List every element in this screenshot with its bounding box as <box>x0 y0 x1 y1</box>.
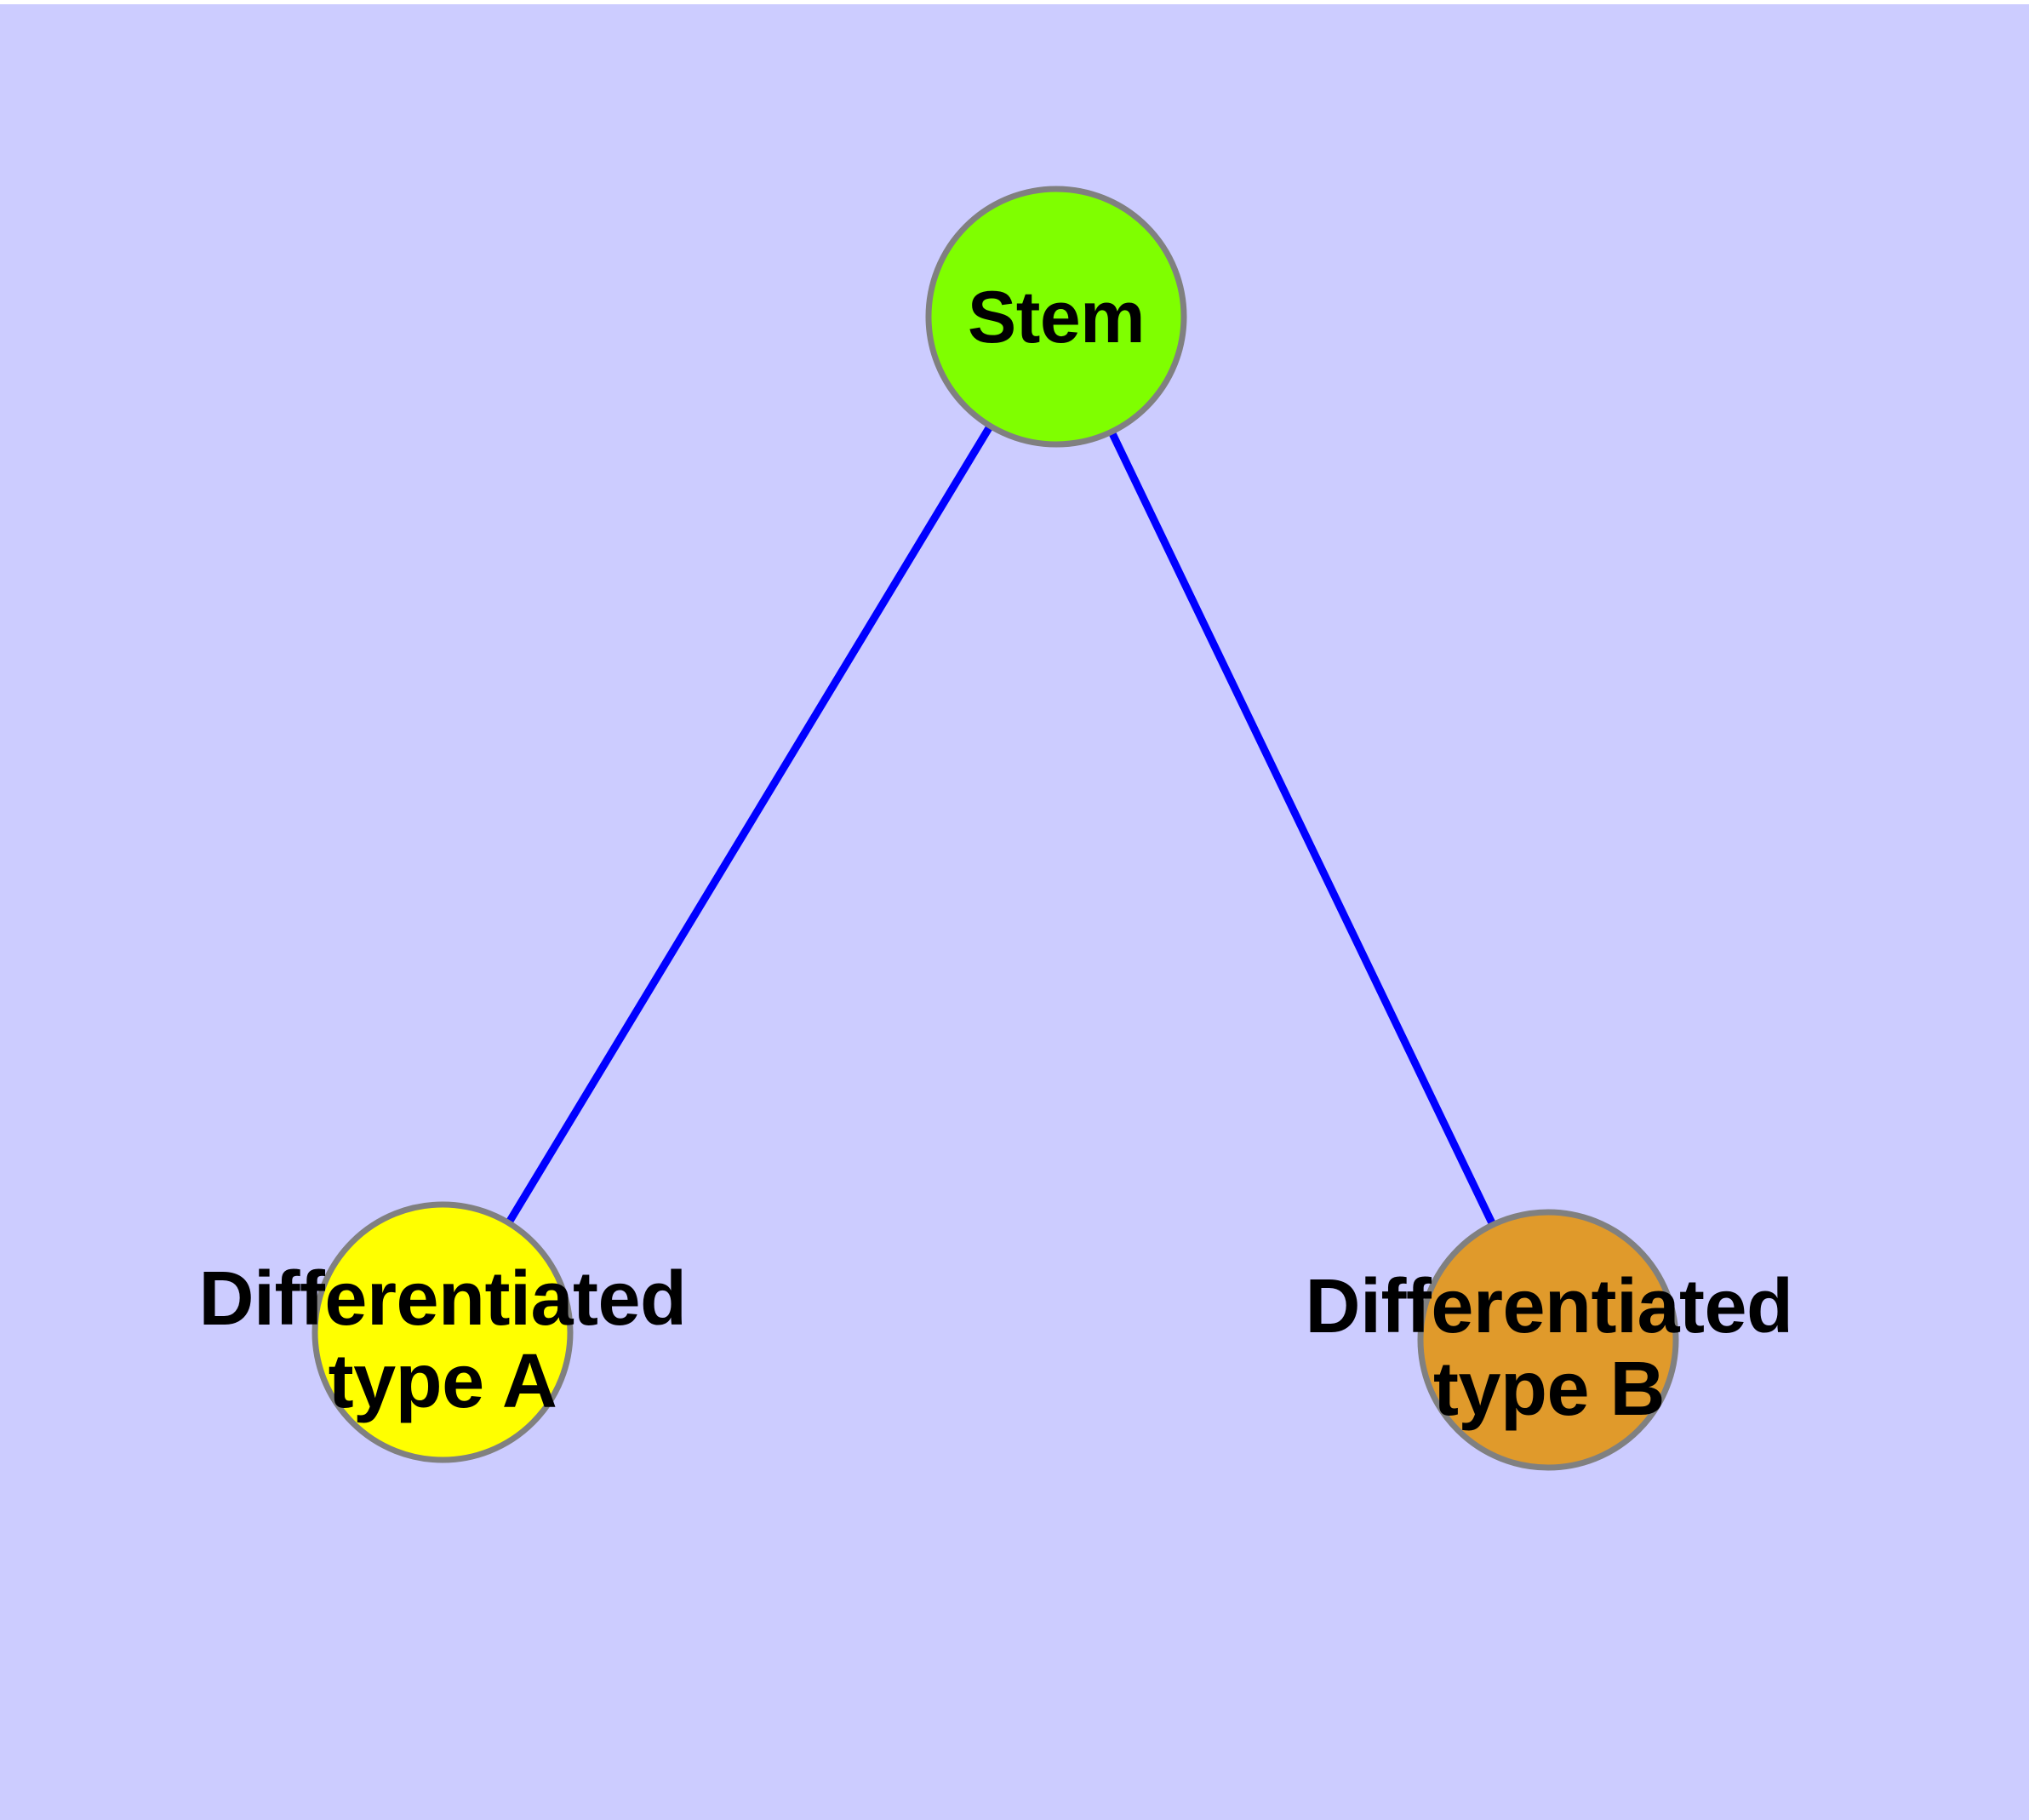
node-diff-a[interactable] <box>311 1201 574 1463</box>
node-stem[interactable] <box>925 186 1187 448</box>
node-layer <box>311 186 1679 1471</box>
edge-stem-diff-a[interactable] <box>439 314 1060 1335</box>
node-diff-b[interactable] <box>1417 1209 1679 1471</box>
edge-layer <box>439 314 1552 1342</box>
edge-stem-diff-b[interactable] <box>1052 315 1552 1342</box>
